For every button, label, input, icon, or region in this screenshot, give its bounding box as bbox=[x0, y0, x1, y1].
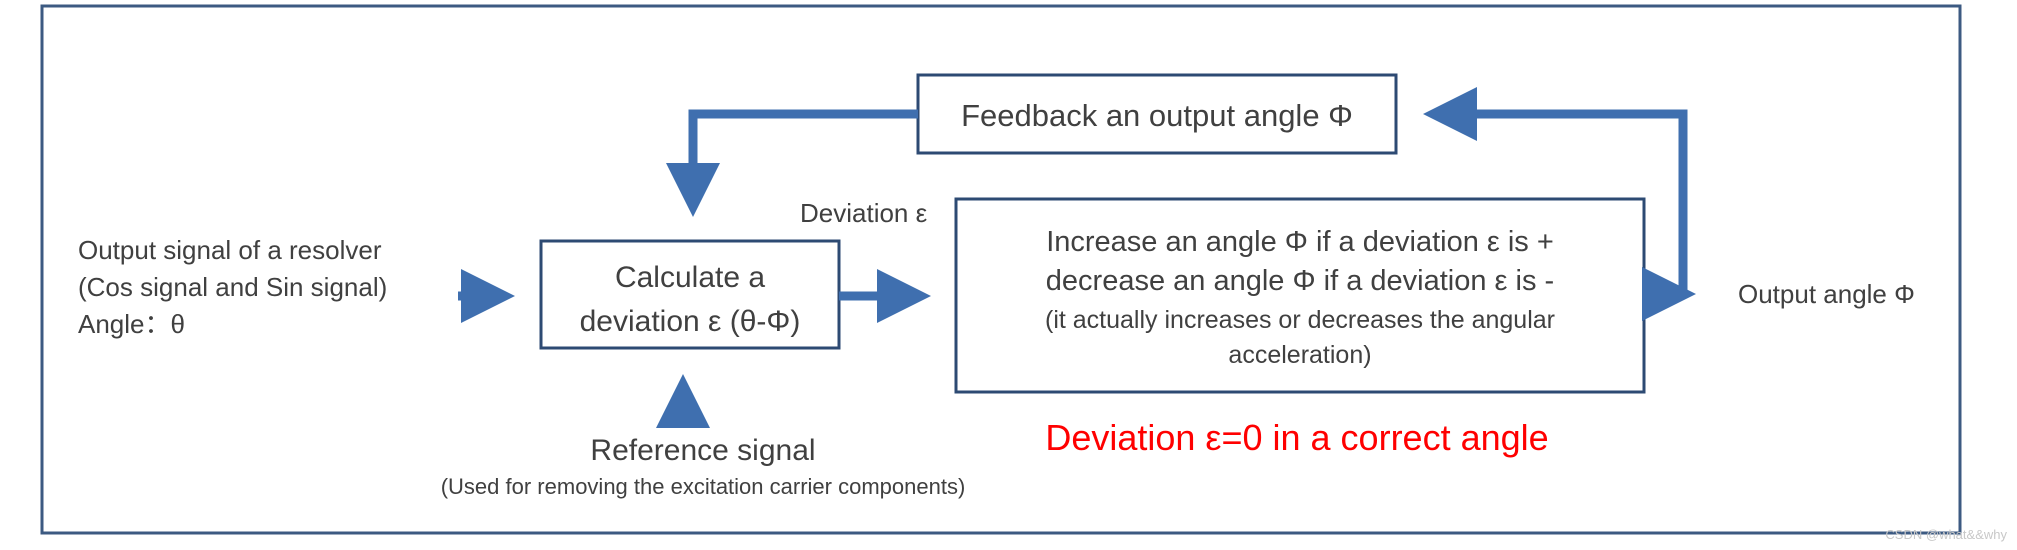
zero-deviation-note: Deviation ε=0 in a correct angle bbox=[1045, 417, 1548, 458]
calculate-box-line-2: deviation ε (θ-Φ) bbox=[580, 305, 801, 338]
input-label-line-3: Angle：θ bbox=[78, 309, 185, 339]
watermark: CSDN @what&&why bbox=[1885, 527, 2007, 542]
control-box-line-4: acceleration) bbox=[1228, 341, 1371, 369]
calculate-box bbox=[539, 239, 841, 350]
deviation-label: Deviation ε bbox=[800, 198, 928, 228]
reference-signal-note: (Used for removing the excitation carrie… bbox=[441, 474, 966, 499]
input-label-line-2: (Cos signal and Sin signal) bbox=[78, 272, 387, 302]
calculate-box-line-1: Calculate a bbox=[615, 261, 765, 294]
control-box-line-3: (it actually increases or decreases the … bbox=[1045, 306, 1555, 334]
control-box-line-1: Increase an angle Φ if a deviation ε is … bbox=[1046, 226, 1554, 258]
reference-signal-title: Reference signal bbox=[590, 434, 815, 467]
feedback-box-label: Feedback an output angle Φ bbox=[961, 98, 1353, 133]
output-angle-label: Output angle Φ bbox=[1738, 279, 1915, 309]
feedback-return-arrow bbox=[1423, 87, 1688, 294]
feedback-box bbox=[916, 73, 1398, 155]
control-box-line-2: decrease an angle Φ if a deviation ε is … bbox=[1046, 265, 1554, 297]
feedback-input-arrow bbox=[666, 109, 918, 217]
diagram-frame bbox=[40, 4, 1962, 535]
input-label-line-1: Output signal of a resolver bbox=[78, 235, 382, 265]
